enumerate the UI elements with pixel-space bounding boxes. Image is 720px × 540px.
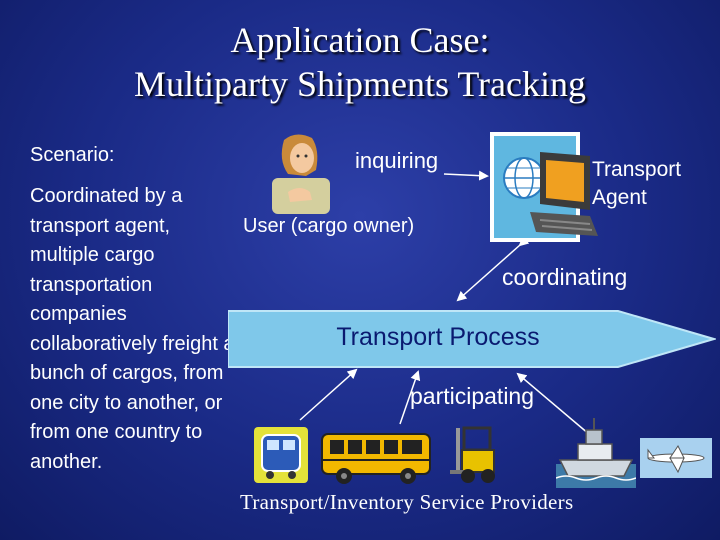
coordinating-arrow xyxy=(456,235,530,302)
transport-process-arrow: Transport Process xyxy=(228,309,716,369)
airplane-icon xyxy=(640,438,712,478)
school-bus-icon xyxy=(321,433,431,484)
participating-arrow-left xyxy=(299,368,358,421)
transport-agent-label: Transport Agent xyxy=(592,158,682,209)
process-label: Transport Process xyxy=(336,323,540,351)
woman-user-icon xyxy=(272,134,330,214)
title-line-2: Multiparty Shipments Tracking xyxy=(133,64,587,104)
process-arrow-shape xyxy=(228,310,716,368)
slide-title: Application Case: Multiparty Shipments T… xyxy=(0,18,720,106)
scenario-text: Coordinated by a transport agent, multip… xyxy=(30,185,235,473)
participating-arrow-mid xyxy=(399,370,421,425)
participating-arrow-right xyxy=(516,372,597,441)
coordinating-label: coordinating xyxy=(502,264,628,290)
scenario-label: Scenario: xyxy=(30,144,115,166)
computer-globe-icon xyxy=(490,132,598,242)
service-providers-label: Transport/Inventory Service Providers xyxy=(240,490,574,514)
user-label: User (cargo owner) xyxy=(243,215,415,237)
ship-icon xyxy=(556,418,636,488)
forklift-icon xyxy=(450,426,495,483)
inquiring-arrow xyxy=(443,170,489,181)
inquiring-label: inquiring xyxy=(355,148,439,173)
title-line-1: Application Case: xyxy=(230,20,490,60)
participating-label: participating xyxy=(410,383,535,409)
train-icon xyxy=(254,427,308,483)
